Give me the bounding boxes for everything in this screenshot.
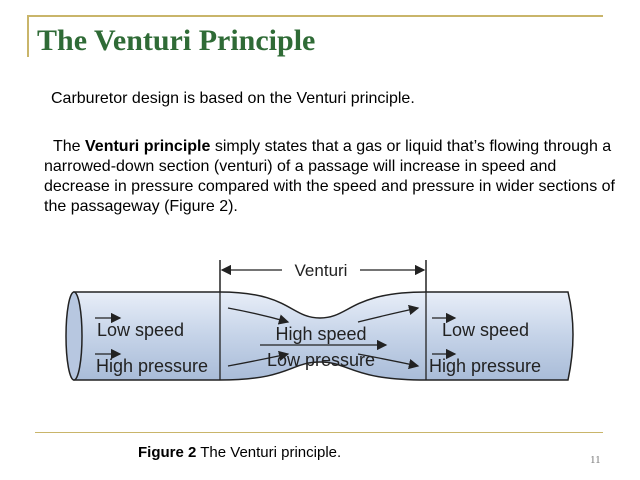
frame-left-rule bbox=[27, 15, 29, 57]
page-number: 11 bbox=[590, 454, 601, 466]
slide-title: The Venturi Principle bbox=[37, 24, 316, 57]
intro-paragraph: Carburetor design is based on the Ventur… bbox=[51, 90, 415, 107]
left-pressure-label: High pressure bbox=[96, 356, 208, 376]
frame-top-rule bbox=[27, 15, 603, 17]
figure-caption: Figure 2 The Venturi principle. bbox=[138, 444, 341, 461]
body-paragraph: The Venturi principle simply states that… bbox=[44, 137, 618, 217]
body-prefix: The bbox=[53, 138, 86, 155]
venturi-label: Venturi bbox=[295, 261, 348, 280]
caption-text: The Venturi principle. bbox=[196, 444, 342, 461]
frame-bottom-rule bbox=[35, 432, 603, 433]
middle-pressure-label: Low pressure bbox=[267, 350, 375, 370]
middle-speed-label: High speed bbox=[275, 324, 366, 344]
pipe-left-end bbox=[65, 291, 83, 381]
right-speed-label: Low speed bbox=[442, 320, 529, 340]
flow-arrow bbox=[227, 350, 290, 367]
body-bold-term: Venturi principle bbox=[85, 138, 211, 155]
flow-arrow bbox=[357, 304, 420, 323]
venturi-diagram: Venturi Low speed High pressure High spe… bbox=[65, 260, 574, 381]
caption-label: Figure 2 bbox=[138, 444, 197, 461]
body-rest: simply states that a gas or liquid that’… bbox=[44, 138, 615, 215]
flow-arrow bbox=[357, 353, 420, 370]
flow-arrow bbox=[227, 307, 290, 325]
right-pressure-label: High pressure bbox=[429, 356, 541, 376]
left-speed-label: Low speed bbox=[97, 320, 184, 340]
